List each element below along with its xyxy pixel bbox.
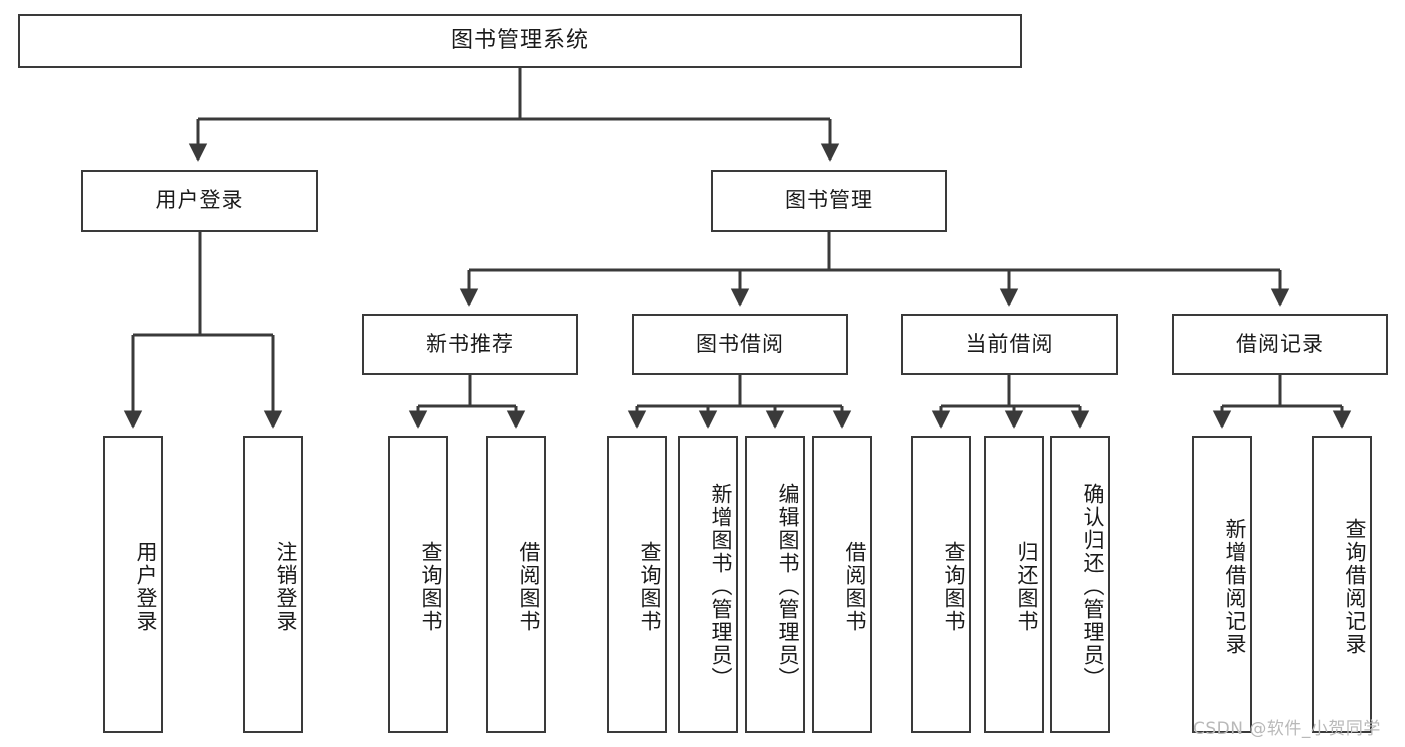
node-label: 查询图书: [942, 540, 966, 633]
node-label: 图书管理系统: [450, 27, 589, 53]
node-label: 用户登录: [155, 188, 244, 213]
node-label: 借阅图书: [843, 540, 867, 633]
node-borrow-records[interactable]: 借阅记录: [1172, 314, 1388, 375]
node-label: 归还图书: [1015, 540, 1039, 633]
leaf-borrow-book-recommend[interactable]: 借阅图书: [486, 436, 546, 733]
leaf-add-book-admin[interactable]: 新增图书（管理员）: [678, 436, 738, 733]
node-book-management[interactable]: 图书管理: [711, 170, 947, 232]
leaf-return-book[interactable]: 归还图书: [984, 436, 1044, 733]
leaf-query-book-current[interactable]: 查询图书: [911, 436, 971, 733]
node-label: 新增借阅记录: [1223, 517, 1247, 656]
node-current-borrow[interactable]: 当前借阅: [901, 314, 1118, 375]
node-label: 新书推荐: [426, 331, 514, 356]
node-label: 用户登录: [134, 540, 158, 633]
node-label: 图书管理: [785, 188, 873, 213]
node-label: 查询图书: [638, 540, 662, 633]
leaf-logout[interactable]: 注销登录: [243, 436, 303, 733]
node-label: 编辑图书（管理员）: [776, 483, 800, 690]
node-new-book-recommend[interactable]: 新书推荐: [362, 314, 578, 375]
node-label: 借阅图书: [517, 540, 541, 633]
leaf-query-borrow-record[interactable]: 查询借阅记录: [1312, 436, 1372, 733]
node-label: 确认归还（管理员）: [1081, 483, 1105, 690]
leaf-add-borrow-record[interactable]: 新增借阅记录: [1192, 436, 1252, 733]
node-root-system[interactable]: 图书管理系统: [18, 14, 1022, 68]
node-user-login[interactable]: 用户登录: [81, 170, 318, 232]
node-label: 查询借阅记录: [1343, 517, 1367, 656]
node-label: 图书借阅: [696, 331, 784, 356]
node-book-borrow[interactable]: 图书借阅: [632, 314, 848, 375]
leaf-borrow-book[interactable]: 借阅图书: [812, 436, 872, 733]
node-label: 注销登录: [274, 540, 298, 633]
node-label: 新增图书（管理员）: [709, 483, 733, 690]
leaf-edit-book-admin[interactable]: 编辑图书（管理员）: [745, 436, 805, 733]
leaf-query-book-borrow[interactable]: 查询图书: [607, 436, 667, 733]
watermark-csdn: CSDN @软件_小贺同学: [1193, 719, 1381, 739]
node-label: 当前借阅: [965, 331, 1054, 356]
leaf-query-book-recommend[interactable]: 查询图书: [388, 436, 448, 733]
leaf-user-login[interactable]: 用户登录: [103, 436, 163, 733]
leaf-confirm-return-admin[interactable]: 确认归还（管理员）: [1050, 436, 1110, 733]
node-label: 查询图书: [419, 540, 443, 633]
node-label: 借阅记录: [1236, 331, 1324, 356]
